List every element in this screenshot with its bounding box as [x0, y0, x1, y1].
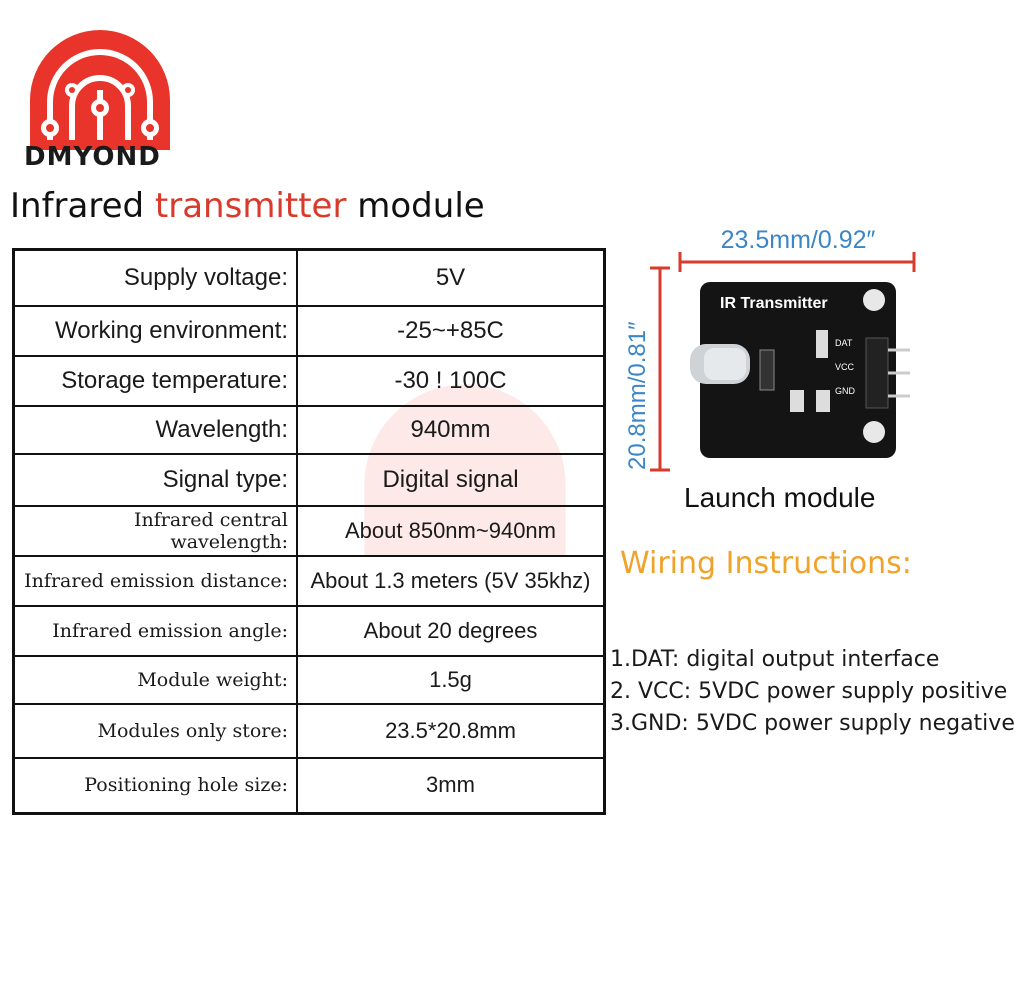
launch-module-caption: Launch module [684, 482, 876, 513]
brand-name: DMYOND [24, 142, 161, 172]
spec-row: Infrared emission angle:About 20 degrees [12, 604, 606, 657]
ir-transmitter-board: IR Transmitter DAT VCC GND [690, 282, 910, 458]
spec-value: Digital signal [296, 452, 606, 507]
brand-logo-icon [30, 30, 170, 150]
width-dimension-line [678, 252, 916, 272]
spec-value: About 850nm~940nm [296, 504, 606, 557]
spec-value: -25~+85C [296, 304, 606, 357]
wiring-item-gnd: 3.GND: 5VDC power supply negative [610, 711, 1015, 736]
title-part-1: Infrared [10, 186, 155, 226]
wiring-item-vcc: 2. VCC: 5VDC power supply positive [610, 679, 1008, 704]
spec-label: Positioning hole size: [12, 756, 298, 815]
spec-label: Infrared emission angle: [12, 604, 298, 657]
spec-value: 940mm [296, 404, 606, 455]
height-dimension-line [650, 266, 670, 472]
spec-label: Storage temperature: [12, 354, 298, 407]
spec-label: Supply voltage: [12, 248, 298, 307]
spec-label: Signal type: [12, 452, 298, 507]
spec-label: Modules only store: [12, 702, 298, 759]
spec-value: About 1.3 meters (5V 35khz) [296, 554, 606, 607]
spec-row: Modules only store:23.5*20.8mm [12, 702, 606, 759]
spec-value: 1.5g [296, 654, 606, 705]
page-title: Infrared transmitter module [10, 186, 485, 226]
height-dimension: 20.8mm/0.81″ [624, 321, 651, 470]
spec-value: -30 ! 100C [296, 354, 606, 407]
spec-label: Working environment: [12, 304, 298, 357]
spec-label: Infrared emission distance: [12, 554, 298, 607]
spec-value: 3mm [296, 756, 606, 815]
spec-row: Wavelength:940mm [12, 404, 606, 455]
spec-value: 23.5*20.8mm [296, 702, 606, 759]
spec-row: Positioning hole size:3mm [12, 756, 606, 815]
spec-row: Infrared emission distance:About 1.3 met… [12, 554, 606, 607]
wiring-title: Wiring Instructions: [620, 546, 912, 581]
spec-row: Supply voltage:5V [12, 248, 606, 307]
title-accent: transmitter [154, 186, 347, 226]
pin-label-dat: DAT [835, 338, 853, 348]
pin-label-gnd: GND [835, 386, 856, 396]
title-part-3: module [346, 186, 485, 226]
spec-row: Infrared central wavelength:About 850nm~… [12, 504, 606, 557]
spec-row: Signal type:Digital signal [12, 452, 606, 507]
spec-row: Working environment:-25~+85C [12, 304, 606, 357]
board-label: IR Transmitter [720, 295, 828, 312]
spec-value: About 20 degrees [296, 604, 606, 657]
spec-label: Wavelength: [12, 404, 298, 455]
width-dimension: 23.5mm/0.92″ [720, 226, 876, 254]
spec-row: Storage temperature:-30 ! 100C [12, 354, 606, 407]
wiring-item-dat: 1.DAT: digital output interface [610, 647, 940, 672]
spec-label: Infrared central wavelength: [12, 504, 298, 557]
spec-value: 5V [296, 248, 606, 307]
spec-row: Module weight:1.5g [12, 654, 606, 705]
pin-label-vcc: VCC [835, 362, 855, 372]
wiring-list: 1.DAT: digital output interface 2. VCC: … [610, 644, 1015, 740]
spec-label: Module weight: [12, 654, 298, 705]
